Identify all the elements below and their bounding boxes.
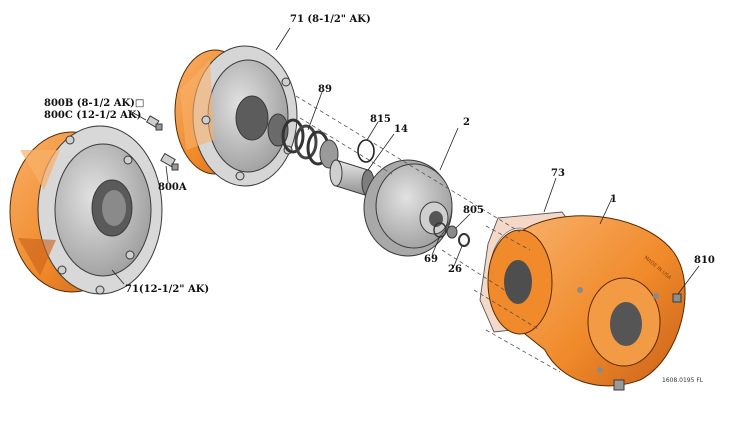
callout-815: 815 xyxy=(370,114,391,125)
washer xyxy=(458,233,470,247)
callout-26: 26 xyxy=(448,264,462,275)
callout-810: 810 xyxy=(694,255,715,266)
impeller-bolt xyxy=(446,225,458,239)
leader-lines xyxy=(111,27,700,295)
callout-89: 89 xyxy=(318,84,332,95)
callout-805: 805 xyxy=(463,205,484,216)
callout-800b: 800B (8-1/2 AK)□ xyxy=(44,98,145,109)
snap-ring xyxy=(357,139,375,163)
callout-2: 2 xyxy=(463,117,470,128)
capscrew-800b xyxy=(145,115,163,131)
callout-73: 73 xyxy=(551,168,565,179)
callout-69: 69 xyxy=(424,254,438,265)
figure-number: 1608.0195 FL xyxy=(662,377,704,384)
callout-71-large-adapter: 71(12-1/2" AK) xyxy=(125,284,210,295)
callout-1: 1 xyxy=(610,194,617,205)
adapter-large xyxy=(9,125,163,295)
mechanical-seal xyxy=(267,113,339,169)
callout-800a: 800A xyxy=(158,182,187,193)
capscrew-800a xyxy=(160,152,179,171)
impeller xyxy=(363,159,453,257)
callout-71-small-adapter: 71 (8-1/2" AK) xyxy=(290,14,371,25)
adapter-small xyxy=(174,45,298,187)
shaft-sleeve xyxy=(329,159,375,197)
assembly-lines xyxy=(295,95,561,373)
pump-casing: MADE IN USA xyxy=(487,215,686,391)
callout-800c: 800C (12-1/2 AK) xyxy=(44,110,142,121)
drain-plug-810 xyxy=(672,293,682,303)
callout-14: 14 xyxy=(394,124,408,135)
